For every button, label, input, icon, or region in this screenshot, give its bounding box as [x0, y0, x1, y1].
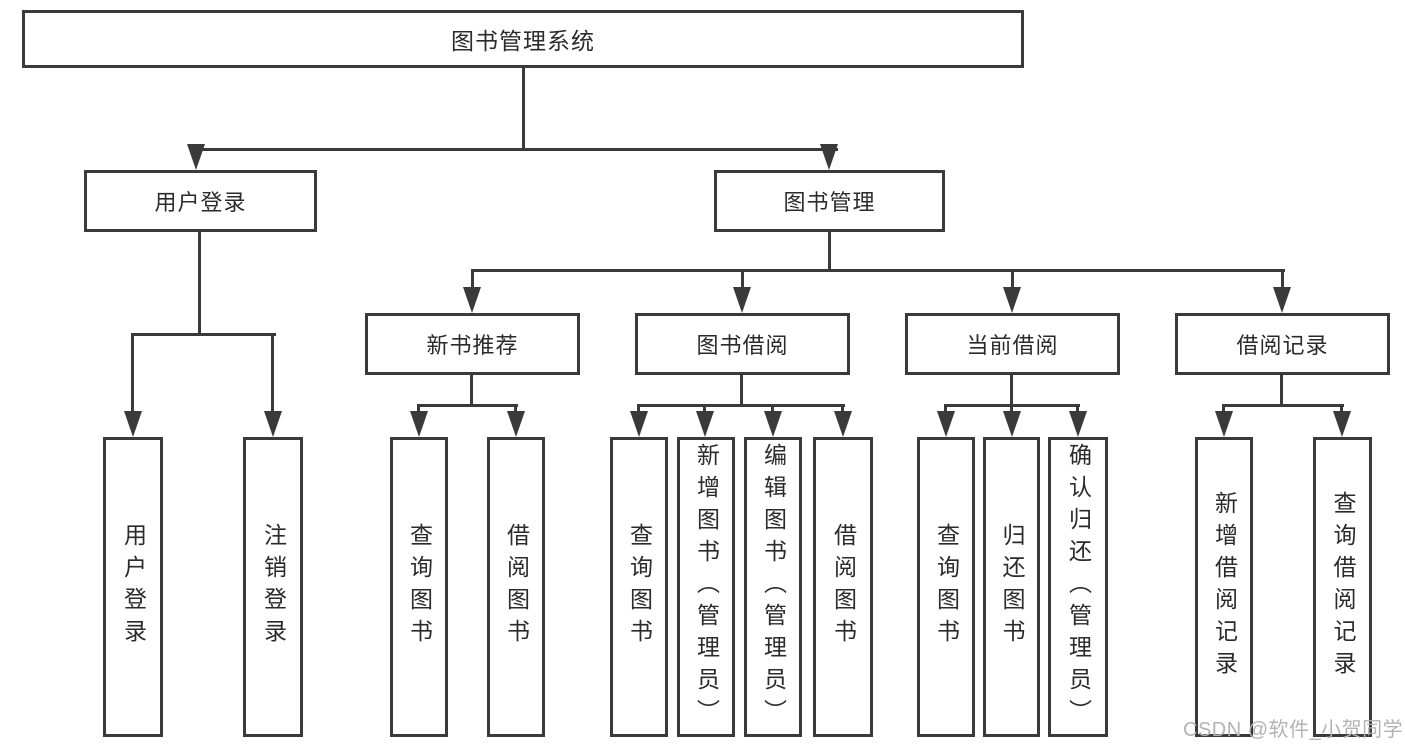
connector-book-mgmt-stem	[828, 232, 831, 272]
connector-root-stem	[522, 68, 525, 151]
node-new-book-recommend-label: 新书推荐	[426, 333, 519, 358]
node-book-management-label: 图书管理	[783, 190, 876, 215]
connector-groupB-stem	[740, 375, 743, 407]
arrow-new-book-rec	[463, 287, 481, 313]
leaf-current-return-books: 归还图书	[983, 437, 1040, 737]
arrow-book-mgmt	[820, 144, 838, 170]
leaf-current-confirm-return-admin-label: 确认归还（管理员）	[1065, 443, 1092, 731]
arrow-c2	[1003, 411, 1021, 437]
connector-drop-current-borrow	[1011, 269, 1014, 293]
leaf-records-query-record: 查询借阅记录	[1313, 437, 1372, 737]
leaf-borrow-add-books-admin-label: 新增图书（管理员）	[693, 443, 720, 731]
leaf-current-confirm-return-admin: 确认归还（管理员）	[1048, 437, 1108, 737]
node-borrowing-records-label: 借阅记录	[1236, 333, 1329, 358]
leaf-rec-borrow-books-label: 借阅图书	[503, 523, 530, 651]
leaf-user-login: 用户登录	[103, 437, 163, 737]
node-new-book-recommend: 新书推荐	[365, 313, 580, 375]
leaf-borrow-edit-books-admin: 编辑图书（管理员）	[744, 437, 802, 737]
arrow-c1	[937, 411, 955, 437]
leaf-user-login-label: 用户登录	[120, 523, 147, 651]
arrow-b2	[696, 411, 714, 437]
leaf-rec-query-books-label: 查询图书	[406, 523, 433, 651]
connector-drop-borrow-records	[1281, 269, 1284, 293]
node-borrowing-records: 借阅记录	[1175, 313, 1390, 375]
node-root: 图书管理系统	[22, 10, 1024, 68]
leaf-rec-query-books: 查询图书	[390, 437, 448, 737]
connector-drop-new-book-rec	[471, 269, 474, 293]
leaf-records-add-record-label: 新增借阅记录	[1211, 491, 1238, 683]
connector-drop-leaf-logout	[271, 333, 274, 417]
arrow-b4	[834, 411, 852, 437]
arrow-b1	[630, 411, 648, 437]
csdn-watermark: CSDN @软件_小贺同学	[1183, 719, 1404, 741]
node-root-label: 图书管理系统	[451, 28, 595, 54]
node-user-login-label: 用户登录	[154, 190, 247, 215]
leaf-borrow-borrow-books-label: 借阅图书	[830, 523, 857, 651]
arrow-d2	[1333, 411, 1351, 437]
node-book-borrowing-label: 图书借阅	[696, 333, 789, 358]
leaf-borrow-edit-books-admin-label: 编辑图书（管理员）	[760, 443, 787, 731]
arrow-leaf-logout	[264, 411, 282, 437]
connector-groupA-branch	[417, 404, 518, 407]
arrow-leaf-user-login	[124, 411, 142, 437]
arrow-b3	[764, 411, 782, 437]
connector-level2-branch	[471, 269, 1285, 272]
leaf-borrow-add-books-admin: 新增图书（管理员）	[677, 437, 735, 737]
node-current-borrowing: 当前借阅	[905, 313, 1120, 375]
connector-groupD-stem	[1280, 375, 1283, 407]
connector-level1-branch	[195, 148, 838, 151]
connector-user-login-stem	[198, 232, 201, 336]
leaf-logout-label: 注销登录	[260, 523, 287, 651]
arrow-a2	[507, 411, 525, 437]
leaf-logout: 注销登录	[243, 437, 303, 737]
node-user-login: 用户登录	[84, 170, 317, 232]
arrow-user-login	[187, 144, 205, 170]
connector-user-login-branch	[131, 333, 276, 336]
leaf-borrow-query-books-label: 查询图书	[626, 523, 653, 651]
leaf-borrow-query-books: 查询图书	[610, 437, 668, 737]
connector-groupD-branch	[1222, 404, 1344, 407]
connector-drop-leaf-user-login	[131, 333, 134, 417]
arrow-c3	[1069, 411, 1087, 437]
leaf-current-query-books: 查询图书	[917, 437, 975, 737]
node-book-borrowing: 图书借阅	[635, 313, 850, 375]
connector-groupB-branch	[637, 404, 845, 407]
arrow-current-borrow	[1003, 287, 1021, 313]
node-book-management: 图书管理	[714, 170, 945, 232]
arrow-book-borrow	[733, 287, 751, 313]
leaf-records-add-record: 新增借阅记录	[1195, 437, 1253, 737]
arrow-d1	[1215, 411, 1233, 437]
node-current-borrowing-label: 当前借阅	[966, 333, 1059, 358]
connector-groupC-stem	[1010, 375, 1013, 407]
leaf-borrow-borrow-books: 借阅图书	[813, 437, 873, 737]
arrow-borrow-records	[1273, 287, 1291, 313]
leaf-current-return-books-label: 归还图书	[999, 523, 1025, 651]
leaf-records-query-record-label: 查询借阅记录	[1330, 491, 1356, 683]
connector-drop-book-borrow	[741, 269, 744, 293]
leaf-current-query-books-label: 查询图书	[933, 523, 960, 651]
arrow-a1	[410, 411, 428, 437]
leaf-rec-borrow-books: 借阅图书	[487, 437, 545, 737]
connector-groupA-stem	[470, 375, 473, 407]
